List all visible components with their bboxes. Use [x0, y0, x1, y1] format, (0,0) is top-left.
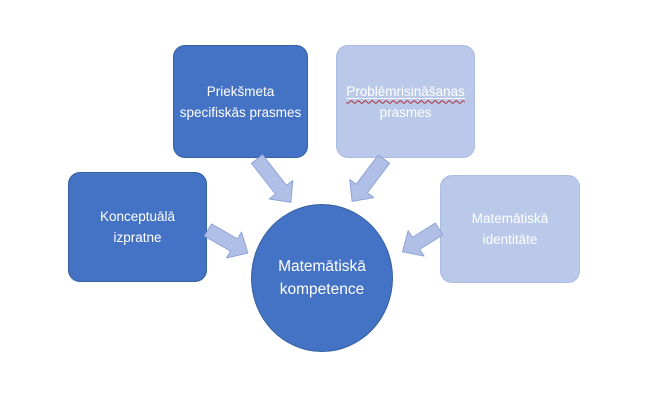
node-label-line: Matemātiskā [471, 211, 549, 226]
node-problem-solving-skills: Problēmrisināšanas prasmes [336, 45, 475, 158]
node-label-line: identitāte [482, 232, 538, 247]
node-label-line: izpratne [113, 230, 162, 245]
node-label-line: specifiskās prasmes [179, 104, 302, 120]
arrow-problem-to-center [349, 154, 391, 202]
arrow-conceptual-to-center [204, 223, 249, 259]
node-label-line: Konceptuālā [99, 209, 176, 224]
node-label-line: Matemātiskā [278, 258, 366, 275]
node-label-line: Priekšmeta [206, 83, 275, 99]
node-label-line: prasmes [379, 104, 432, 120]
spellcheck-underlined-word: Problēmrisināšanas [346, 83, 465, 99]
node-mathematical-identity: Matemātiskā identitāte [440, 175, 580, 283]
node-conceptual-understanding: Konceptuālā izpratne [68, 172, 207, 282]
node-label-line: Problēmrisināšanas [346, 81, 465, 102]
node-subject-specific-skills: Priekšmeta specifiskās prasmes [173, 45, 308, 158]
arrow-subject-to-center [250, 154, 294, 203]
node-label-line: kompetence [279, 281, 365, 298]
node-central-mathematical-competence: Matemātiskā kompetence [251, 204, 393, 352]
